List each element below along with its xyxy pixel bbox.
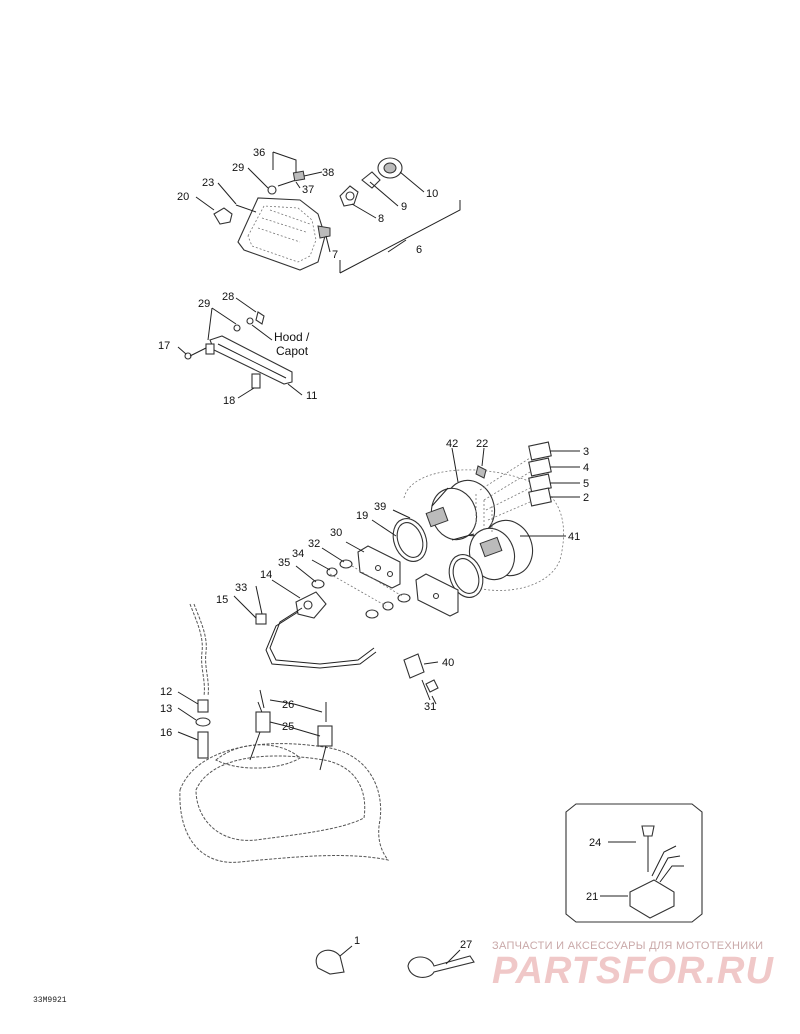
callout-7: 7 (332, 249, 338, 261)
callout-4: 4 (583, 462, 589, 474)
callout-27: 27 (460, 939, 472, 951)
callout-20: 20 (177, 191, 189, 203)
callout-26: 26 (282, 699, 294, 711)
callout-2: 2 (583, 492, 589, 504)
hood-label: Hood / (274, 330, 310, 344)
callout-29-mid: 29 (198, 298, 210, 310)
callout-25: 25 (282, 721, 294, 733)
callout-29-top: 29 (232, 162, 244, 174)
clamps (315, 945, 475, 978)
callout-37: 37 (302, 184, 314, 196)
callout-42: 42 (446, 438, 458, 450)
callout-17: 17 (158, 340, 170, 352)
callout-36: 36 (253, 147, 265, 159)
watermark-logo: PARTSFOR.RU (492, 950, 774, 992)
callout-41: 41 (568, 531, 580, 543)
inset-box (565, 803, 703, 923)
callout-15: 15 (216, 594, 228, 606)
callout-34: 34 (292, 548, 304, 560)
callout-6: 6 (416, 244, 422, 256)
sensor-harness (177, 579, 439, 759)
callout-22: 22 (476, 438, 488, 450)
callout-11: 11 (306, 390, 317, 402)
watermark-tagline: ЗАПЧАСТИ И АКСЕССУАРЫ ДЛЯ МОТОТЕХНИКИ (492, 940, 764, 952)
callout-30: 30 (330, 527, 342, 539)
callout-40: 40 (442, 657, 454, 669)
lower-console (179, 689, 390, 863)
callout-16: 16 (160, 727, 172, 739)
callout-21: 21 (586, 891, 598, 903)
gauge-assembly (371, 441, 580, 598)
callout-28: 28 (222, 291, 234, 303)
callout-12: 12 (160, 686, 172, 698)
callout-18: 18 (223, 395, 235, 407)
callout-31: 31 (424, 701, 436, 713)
callout-3: 3 (583, 446, 589, 458)
callout-numbers: 36 29 38 23 37 20 10 9 8 7 6 28 29 Hood … (158, 147, 601, 951)
hood-bracket-assembly (177, 297, 303, 399)
callout-19: 19 (356, 510, 368, 522)
callout-9: 9 (401, 201, 407, 213)
callout-38: 38 (322, 167, 334, 179)
callout-39: 39 (374, 501, 386, 513)
callout-10: 10 (426, 188, 438, 200)
gauge-brackets (295, 541, 459, 619)
callout-23: 23 (202, 177, 214, 189)
callout-33: 33 (235, 582, 247, 594)
callout-8: 8 (378, 213, 384, 225)
callout-5: 5 (583, 478, 589, 490)
callout-32: 32 (308, 538, 320, 550)
callout-13: 13 (160, 703, 172, 715)
headlight-assembly (195, 151, 461, 274)
callout-1: 1 (354, 935, 360, 947)
callout-24: 24 (589, 837, 601, 849)
diagram-code: 33M9921 (33, 996, 67, 1005)
capot-label: Capot (276, 344, 309, 358)
callout-14: 14 (260, 569, 272, 581)
callout-35: 35 (278, 557, 290, 569)
